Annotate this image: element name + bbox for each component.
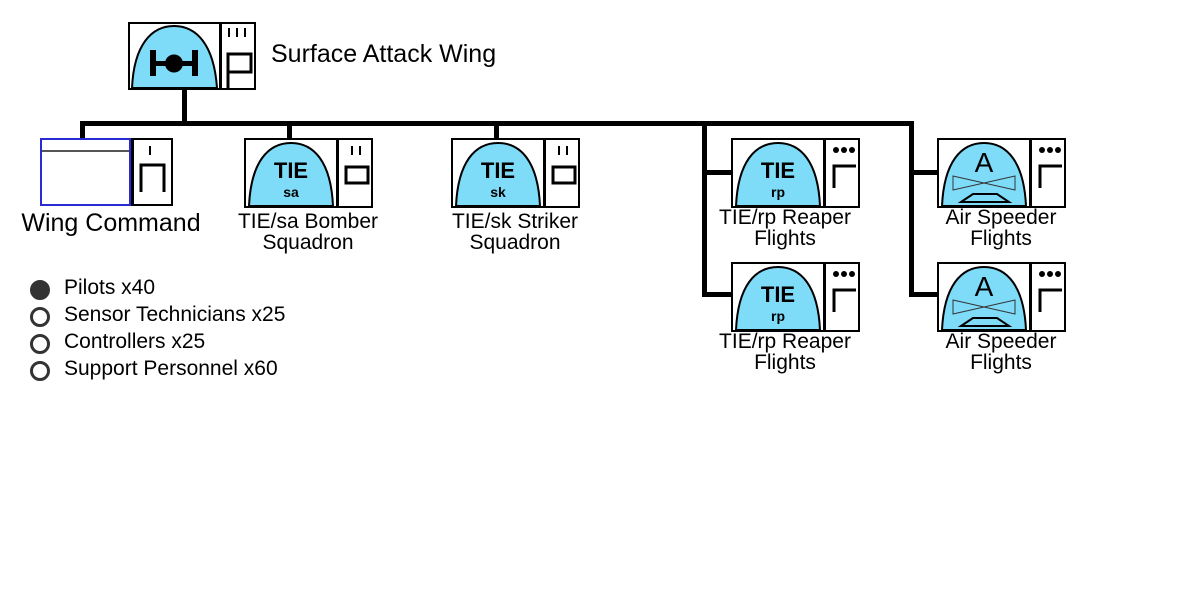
corner-bracket-icon [1038, 288, 1062, 312]
unit-symbol-air-speeder-2[interactable]: A [937, 262, 1066, 332]
echelon-dots-icon [1039, 147, 1061, 153]
unit-label-line: Squadron [469, 231, 561, 254]
unit-emblem: TIE sa [246, 140, 339, 206]
connector-drop-tie-sk [494, 121, 499, 141]
air-speeder-icon: A [952, 147, 1016, 203]
unit-label-wing-command: Wing Command [21, 209, 201, 237]
emblem-subtext: sk [490, 184, 506, 200]
emblem-text: TIE [274, 158, 308, 183]
personnel-list: Pilots x40 Sensor Technicians x25 Contro… [30, 274, 285, 382]
echelon-dots-icon [833, 271, 855, 277]
unit-emblem: A [939, 140, 1032, 206]
connector-rp-vertical [702, 121, 707, 297]
unit-emblem: A [939, 264, 1032, 330]
emblem-text: TIE [481, 158, 515, 183]
p-bracket-icon [226, 52, 253, 88]
tie-fighter-icon [150, 50, 198, 76]
echelon-indicator [826, 264, 858, 330]
unit-label-line: Flights [754, 227, 816, 250]
empty-circle-icon [30, 306, 50, 327]
echelon-indicator [826, 140, 858, 206]
unit-symbol-wing-command[interactable] [40, 138, 173, 208]
connector-rp-2 [702, 292, 732, 297]
echelon-indicator [1032, 140, 1064, 206]
unit-label-line: Squadron [262, 231, 354, 254]
unit-label-line: Flights [970, 227, 1032, 250]
unit-emblem: TIE rp [733, 140, 826, 206]
connector-as-2 [909, 292, 939, 297]
echelon-indicator [339, 140, 371, 206]
unit-label-line: TIE/rp Reaper [719, 206, 851, 229]
echelon-ii-icon [558, 146, 568, 155]
empty-circle-icon [30, 360, 50, 381]
connector-wing-stem [182, 90, 187, 125]
unit-emblem: TIE sk [453, 140, 546, 206]
connector-as-vertical [909, 121, 914, 297]
echelon-dots-icon [1039, 271, 1061, 277]
connector-as-1 [909, 170, 939, 175]
corner-bracket-icon [832, 288, 856, 312]
wing-symbol[interactable] [128, 22, 256, 90]
echelon-ii-icon [351, 146, 361, 155]
unit-symbol-tie-rp-2[interactable]: TIE rp [731, 262, 860, 332]
unit-label-line: TIE/sa Bomber [237, 210, 379, 233]
echelon-indicator [1032, 264, 1064, 330]
emblem-subtext: sa [283, 184, 299, 200]
rectangle-bracket-icon [551, 165, 577, 185]
connector-rp-1 [702, 170, 732, 175]
emblem-text: TIE [761, 158, 795, 183]
unit-label-line: TIE/sk Striker [451, 210, 578, 233]
emblem-text: A [975, 271, 994, 302]
echelon-dots-icon [833, 147, 855, 153]
unit-label-line: TIE/rp Reaper [719, 330, 851, 353]
unit-label-line: Air Speeder [945, 330, 1057, 353]
unit-label-line: Flights [970, 351, 1032, 374]
echelon-indicator [546, 140, 578, 206]
unit-emblem: TIE rp [733, 264, 826, 330]
emblem-subtext: rp [771, 308, 785, 324]
unit-symbol-tie-sa[interactable]: TIE sa [244, 138, 373, 208]
air-speeder-icon: A [952, 271, 1016, 327]
wing-title: Surface Attack Wing [271, 40, 497, 68]
connector-drop-tie-sa [287, 121, 292, 141]
unit-label-line: Flights [754, 351, 816, 374]
command-flag-icon [40, 138, 131, 206]
rectangle-bracket-icon [344, 165, 370, 185]
emblem-text: A [975, 147, 994, 178]
filled-circle-icon [30, 279, 50, 300]
corner-bracket-icon [1038, 164, 1062, 188]
echelon-i-icon [149, 146, 151, 155]
connector-drop-command [80, 121, 85, 141]
unit-symbol-air-speeder-1[interactable]: A [937, 138, 1066, 208]
unit-label-line: Air Speeder [945, 206, 1057, 229]
unit-symbol-tie-sk[interactable]: TIE sk [451, 138, 580, 208]
n-bracket-icon [139, 163, 166, 192]
personnel-item-sensor-technicians: Sensor Technicians x25 [30, 301, 285, 328]
empty-circle-icon [30, 333, 50, 354]
personnel-item-pilots: Pilots x40 [30, 274, 285, 301]
echelon-indicator [134, 138, 173, 206]
echelon-iii-icon [228, 28, 246, 37]
wing-emblem [130, 24, 222, 88]
personnel-item-controllers: Controllers x25 [30, 328, 285, 355]
emblem-subtext: rp [771, 184, 785, 200]
personnel-item-support-personnel: Support Personnel x60 [30, 355, 285, 382]
echelon-indicator [222, 24, 254, 88]
unit-symbol-tie-rp-1[interactable]: TIE rp [731, 138, 860, 208]
corner-bracket-icon [832, 164, 856, 188]
emblem-text: TIE [761, 282, 795, 307]
